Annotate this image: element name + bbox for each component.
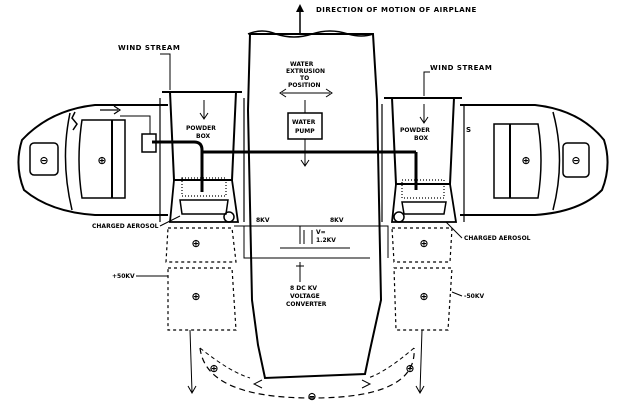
left-aerosol-cloud [165, 227, 237, 263]
polarity-right-inner: ⊕ [521, 154, 530, 167]
right-wing [460, 104, 609, 216]
fuselage [246, 33, 383, 380]
charged-aerosol-right: CHARGED AEROSOL [464, 235, 531, 242]
polarity-left-cloud-bottom: ⊕ [191, 290, 200, 303]
direction-label: DIRECTION OF MOTION OF AIRPLANE [316, 6, 477, 14]
right-powder-label-1: POWDER [400, 127, 430, 134]
charged-aerosol-left: CHARGED AEROSOL [92, 223, 159, 230]
polarity-right-outer: ⊖ [571, 154, 580, 167]
polarity-bottom-right: ⊕ [405, 362, 414, 375]
pump-label-2: PUMP [295, 128, 315, 135]
right-powder-box [384, 97, 462, 185]
converter-v: V= [316, 229, 326, 236]
left-powder-label-2: BOX [196, 133, 210, 140]
converter-kv: 1.2KV [316, 237, 336, 244]
left-electrode-inner [78, 119, 126, 199]
water-caption-2: EXTRUSION [286, 68, 325, 75]
converter-dc: 8 DC KV [290, 285, 317, 292]
right-electrode-outer [562, 142, 590, 178]
s-mark: S [466, 126, 472, 134]
converter-voltage: VOLTAGE [290, 293, 320, 300]
right-electrode-inner [493, 123, 542, 199]
left-wing [17, 104, 168, 216]
polarity-left-inner: ⊕ [97, 154, 106, 167]
field-loop [199, 347, 415, 399]
wind-stream-left: WIND STREAM [118, 44, 180, 52]
polarity-left-outer: ⊖ [39, 154, 48, 167]
polarity-bottom-left: ⊕ [209, 362, 218, 375]
left-powder-label-1: POWDER [186, 125, 216, 132]
pump-label-1: WATER [292, 119, 316, 126]
polarity-left-cloud-top: ⊕ [191, 237, 200, 250]
left-electrode-outer [29, 142, 59, 176]
plus-50kv: +50KV [112, 273, 135, 280]
right-powder-label-2: BOX [414, 135, 428, 142]
kv-left: 8KV [256, 217, 270, 224]
polarity-bottom-mid: ⊖ [307, 390, 316, 403]
converter-label: CONVERTER [286, 301, 327, 308]
water-caption-1: WATER [290, 61, 314, 68]
polarity-right-cloud-bottom: ⊕ [419, 290, 428, 303]
water-pump [287, 112, 323, 140]
fuselage-break-top [247, 30, 374, 38]
water-caption-3: TO [300, 75, 309, 82]
kv-right: 8KV [330, 217, 344, 224]
water-caption-4: POSITION [288, 82, 321, 89]
polarity-right-cloud-top: ⊕ [419, 237, 428, 250]
wind-stream-right: WIND STREAM [430, 64, 492, 72]
minus-50kv: -50KV [464, 293, 484, 300]
